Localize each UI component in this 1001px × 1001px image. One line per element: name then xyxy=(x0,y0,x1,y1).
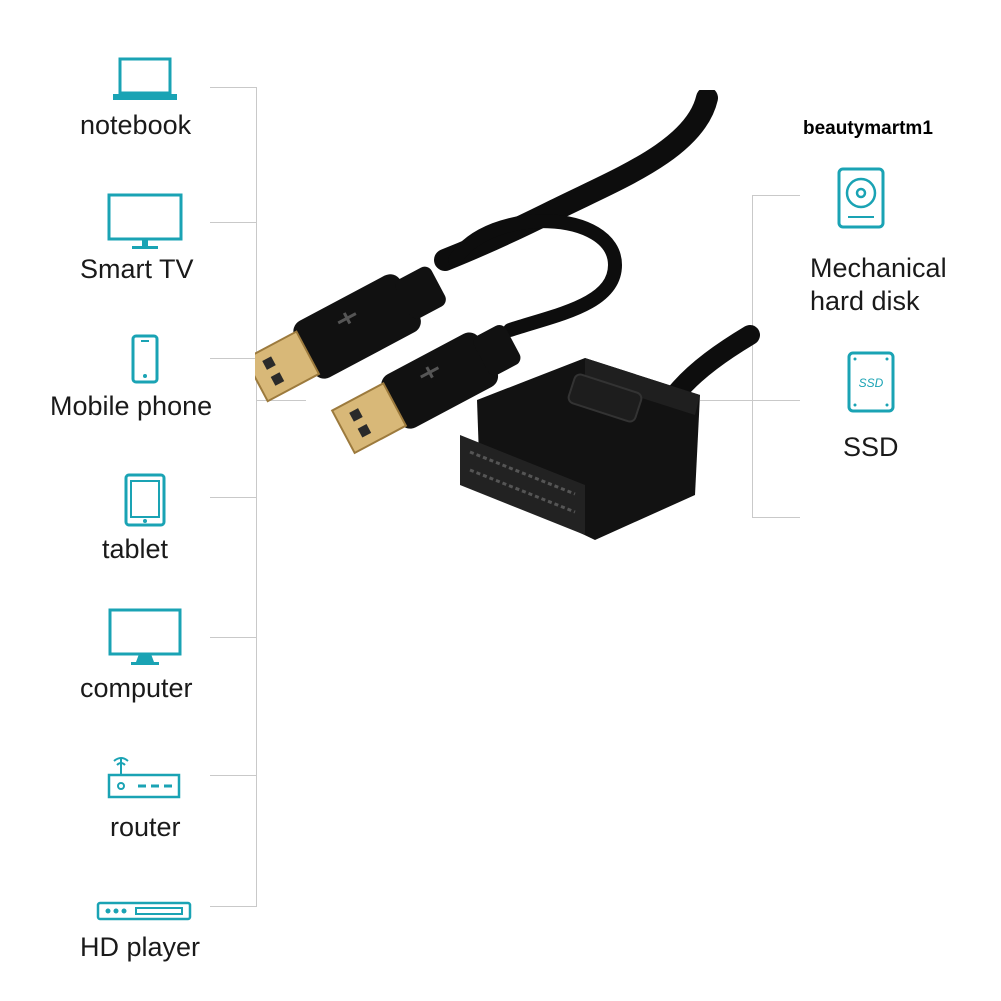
monitor-icon xyxy=(108,608,182,665)
left-connector-tick xyxy=(256,400,306,401)
usb-plug-1 xyxy=(255,266,446,403)
right-connector-tick xyxy=(700,400,800,401)
hd-player-icon xyxy=(96,901,192,921)
device-label-hd-player: HD player xyxy=(80,932,201,962)
right-connector-tick xyxy=(752,517,800,518)
right-connector-line xyxy=(752,195,753,518)
left-connector-line xyxy=(256,87,257,907)
left-connector-tick xyxy=(210,358,256,359)
hdd-icon xyxy=(837,167,885,229)
device-label-computer: computer xyxy=(80,673,193,703)
usb-plug-2 xyxy=(330,325,521,455)
tablet-icon xyxy=(124,473,166,527)
tv-icon xyxy=(107,193,183,249)
device-label-smart-tv: Smart TV xyxy=(80,254,194,284)
left-connector-tick xyxy=(210,222,256,223)
usb-sata-cable-image xyxy=(255,90,760,540)
phone-icon xyxy=(131,334,159,384)
left-connector-tick xyxy=(210,906,256,907)
sata-adapter xyxy=(460,358,700,540)
ssd-icon-text: SSD xyxy=(859,376,884,390)
device-label-notebook: notebook xyxy=(80,110,192,140)
right-connector-tick xyxy=(752,195,800,196)
left-connector-tick xyxy=(210,497,256,498)
device-label-hdd-line1: Mechanical xyxy=(810,253,947,283)
left-connector-tick xyxy=(210,637,256,638)
left-connector-tick xyxy=(210,775,256,776)
device-label-mobile-phone: Mobile phone xyxy=(50,391,213,421)
left-connector-tick xyxy=(210,87,256,88)
device-label-hdd-line2: hard disk xyxy=(810,286,920,316)
watermark-text: beautymartm1 xyxy=(803,118,933,139)
router-icon xyxy=(107,757,181,799)
device-label-router: router xyxy=(110,812,181,842)
device-label-tablet: tablet xyxy=(102,534,169,564)
device-label-ssd: SSD xyxy=(843,432,899,462)
ssd-icon: SSD xyxy=(847,351,895,413)
laptop-icon xyxy=(113,57,177,100)
